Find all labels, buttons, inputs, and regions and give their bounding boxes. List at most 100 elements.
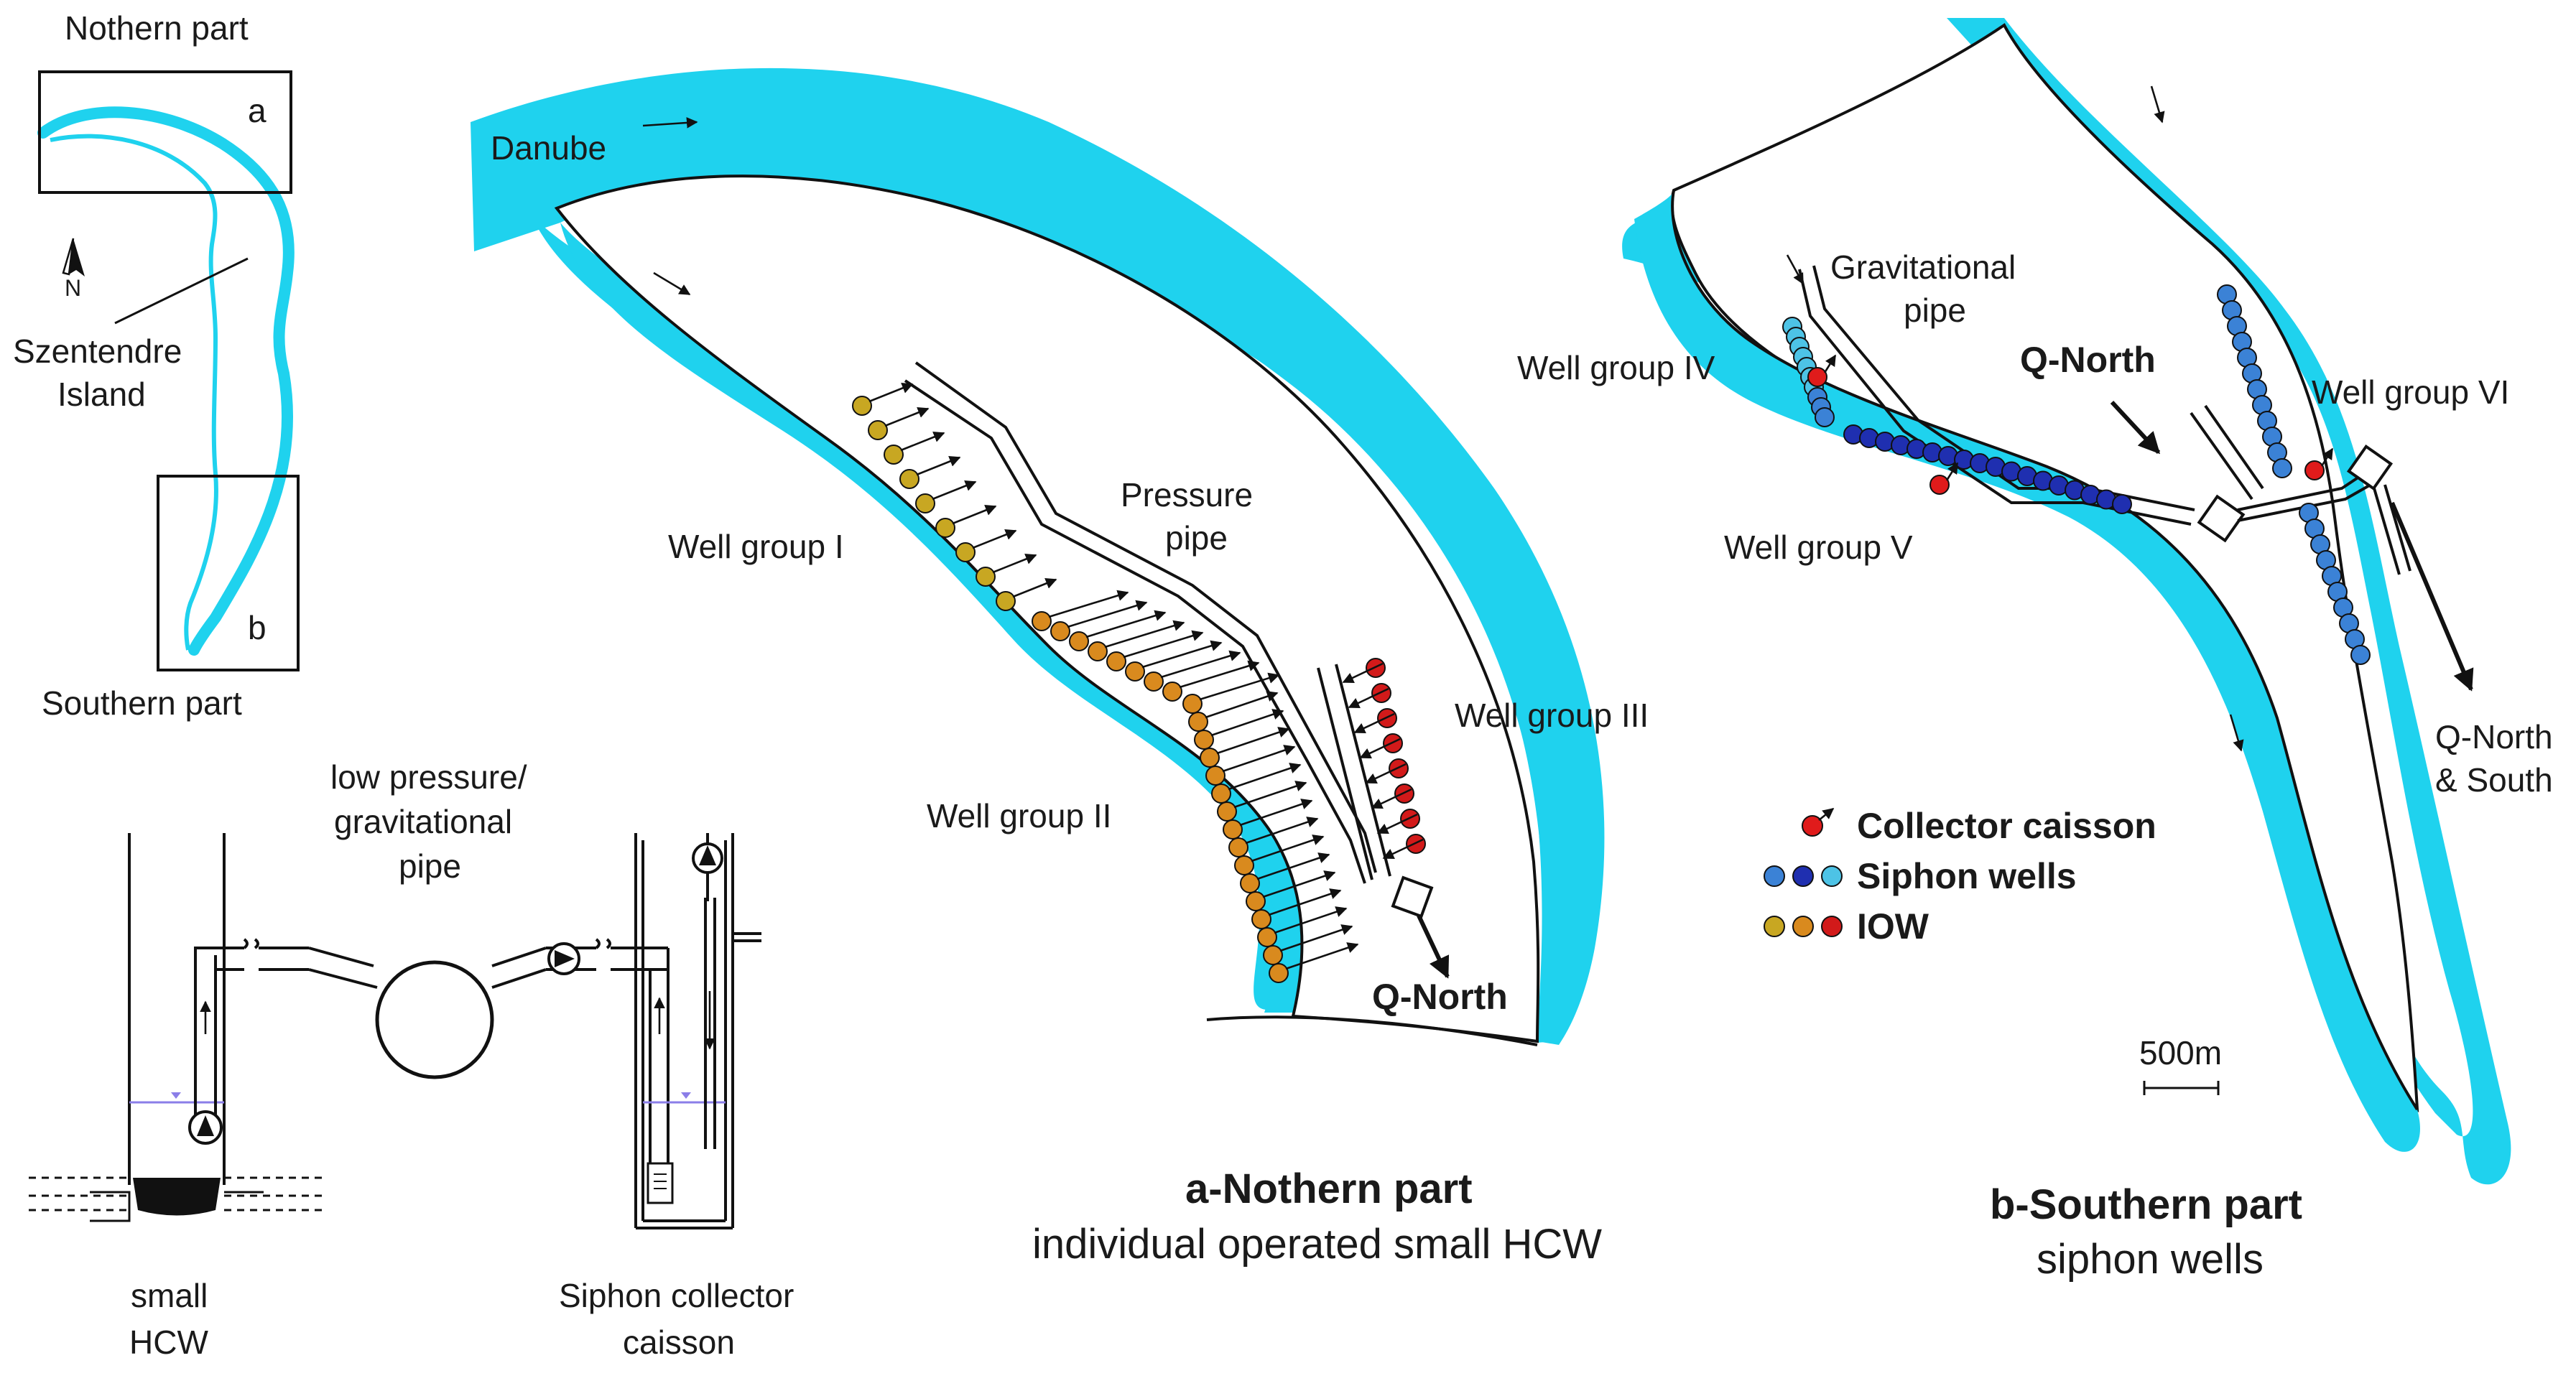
well-group-2-well: [1228, 837, 1248, 857]
small-hcw-label-1: small: [131, 1277, 208, 1314]
north-caption-bold: a-Nothern part: [1185, 1166, 1473, 1212]
collector-caisson-2: [1929, 475, 1950, 495]
overview-river: [37, 106, 295, 656]
well-group-5-well: [2112, 494, 2132, 514]
north-river-upper: [471, 68, 1605, 1045]
well-group-2-well: [1211, 784, 1231, 804]
well-group-1-well: [976, 567, 996, 587]
legend-iow: IOW: [1764, 906, 1929, 947]
well-group-2-well: [1240, 873, 1260, 893]
gravitational-pipe-label-2: pipe: [1904, 292, 1966, 329]
well-group-3-well-arrow: [1342, 662, 1384, 684]
pressure-pipe-label-2: pipe: [1165, 519, 1228, 557]
north-collector-box: [1391, 875, 1434, 919]
well-group-3-pipe-a: [1317, 667, 1373, 880]
well-group-3-label: Well group III: [1455, 697, 1649, 734]
north-wells: [852, 382, 1426, 983]
south-flow-arrow-2: [2229, 714, 2244, 752]
well-group-1-well: [899, 469, 919, 489]
island-label-2: Island: [57, 376, 146, 413]
well-group-2-well-arrow: [1216, 727, 1290, 755]
well-group-2-well: [1263, 945, 1283, 965]
well-group-1-well-arrow: [916, 455, 961, 476]
well-group-2-well-arrow: [1123, 630, 1204, 659]
well-group-2-well: [1217, 801, 1237, 822]
well-group-2-well-arrow: [1245, 817, 1319, 845]
well-group-2-well: [1205, 766, 1226, 786]
well-group-1-well-arrow: [972, 529, 1017, 549]
legend: Collector caisson Siphon wells IOW: [1764, 806, 2156, 947]
overview-box-b: [157, 475, 300, 671]
overview-south-label: Southern part: [42, 684, 242, 722]
well-group-2-well: [1050, 621, 1070, 641]
south-inflow-label: Q-North: [2020, 340, 2156, 380]
south-map: Gravitational pipe Well group IV Well gr…: [1517, 18, 2553, 1283]
well-group-2-well: [1269, 963, 1289, 983]
pressure-pipe-label-1: Pressure: [1121, 476, 1253, 513]
schematic-pipe-label-1: low pressure/: [330, 758, 527, 796]
well-group-2-well-arrow: [1205, 691, 1279, 719]
schematic-pipe-label-2: gravitational: [334, 803, 512, 840]
legend-iow-label: IOW: [1857, 906, 1929, 947]
south-collector-box-2: [2346, 444, 2394, 491]
siphon-collector-label-2: caisson: [623, 1324, 735, 1361]
well-group-2-well-arrow: [1179, 660, 1260, 689]
q-north-south-arrow: [2390, 501, 2474, 692]
well-group-1-well: [884, 445, 904, 465]
connector-pipe-b: [2237, 483, 2371, 522]
well-group-2-well-arrow: [1210, 709, 1284, 737]
q-north-in-pipe-a: [2190, 411, 2253, 501]
well-group-2-well: [1032, 611, 1052, 631]
well-group-2-well-arrow: [1160, 650, 1241, 679]
well-group-2-well-arrow: [1262, 870, 1336, 898]
well-group-2-well-arrow: [1285, 942, 1359, 970]
well-group-1-well: [935, 518, 955, 538]
well-group-2-well: [1088, 641, 1108, 661]
overview-river-inner: [50, 134, 218, 651]
flow-arrow-2: [653, 271, 691, 296]
connector-pipe-a: [2237, 473, 2365, 511]
north-map: Danube Well group I Pressure pipe Well g…: [471, 68, 1649, 1268]
island-leader-line: [114, 257, 249, 325]
north-caption: individual operated small HCW: [1032, 1221, 1602, 1268]
well-group-2-well: [1257, 927, 1277, 947]
well-group-3-pipe-b: [1335, 664, 1391, 877]
south-out-pipe-a: [2373, 488, 2401, 575]
flow-arrow-1: [642, 117, 698, 129]
well-group-2-well-arrow: [1222, 745, 1296, 773]
well-group-2-label: Well group II: [927, 797, 1111, 834]
small-hcw-label-2: HCW: [129, 1324, 208, 1361]
well-group-3-well-arrow: [1371, 788, 1412, 809]
well-group-2-well-arrow: [1233, 781, 1307, 809]
well-group-1-well-arrow: [884, 406, 930, 427]
south-caption-bold: b-Southern part: [1990, 1181, 2302, 1228]
well-group-1-well: [915, 493, 935, 513]
well-group-1-well-arrow: [900, 431, 945, 452]
north-river-lower: [560, 223, 1312, 1013]
south-wells: [1782, 284, 2371, 665]
schematic-pipe-label-3: pipe: [399, 847, 461, 885]
well-group-2-well-arrow: [1274, 906, 1348, 934]
overview-map: Nothern part a b N Szentendre Island Sou…: [13, 9, 300, 722]
well-group-2-well-arrow: [1239, 799, 1313, 827]
well-group-2-well-arrow: [1279, 924, 1353, 952]
well-group-3-well-arrow: [1353, 712, 1395, 734]
well-group-2-well: [1125, 661, 1145, 682]
overview-box-a-label: a: [248, 92, 267, 129]
well-group-2-well-arrow: [1067, 600, 1148, 628]
well-group-3-well-arrow: [1376, 813, 1418, 834]
south-river-left: [1634, 190, 2420, 1152]
collector-caisson-1-arrow: [1823, 354, 1837, 373]
well-group-1-well-arrow: [952, 504, 997, 525]
north-south-boundary: [1206, 1015, 1538, 1046]
well-group-3-well-arrow: [1365, 763, 1407, 784]
south-outflow-label-2: & South: [2435, 761, 2553, 799]
north-island: [554, 175, 1540, 1043]
well-group-1-well-arrow: [932, 480, 977, 501]
well-group-2-well-arrow: [1228, 763, 1302, 791]
overview-box-b-label: b: [248, 609, 267, 646]
well-group-2-well: [1182, 694, 1203, 714]
well-group-1-well: [996, 591, 1016, 611]
well-group-6-label: Well group VI: [2312, 373, 2509, 411]
well-group-3-well-arrow: [1359, 738, 1401, 759]
